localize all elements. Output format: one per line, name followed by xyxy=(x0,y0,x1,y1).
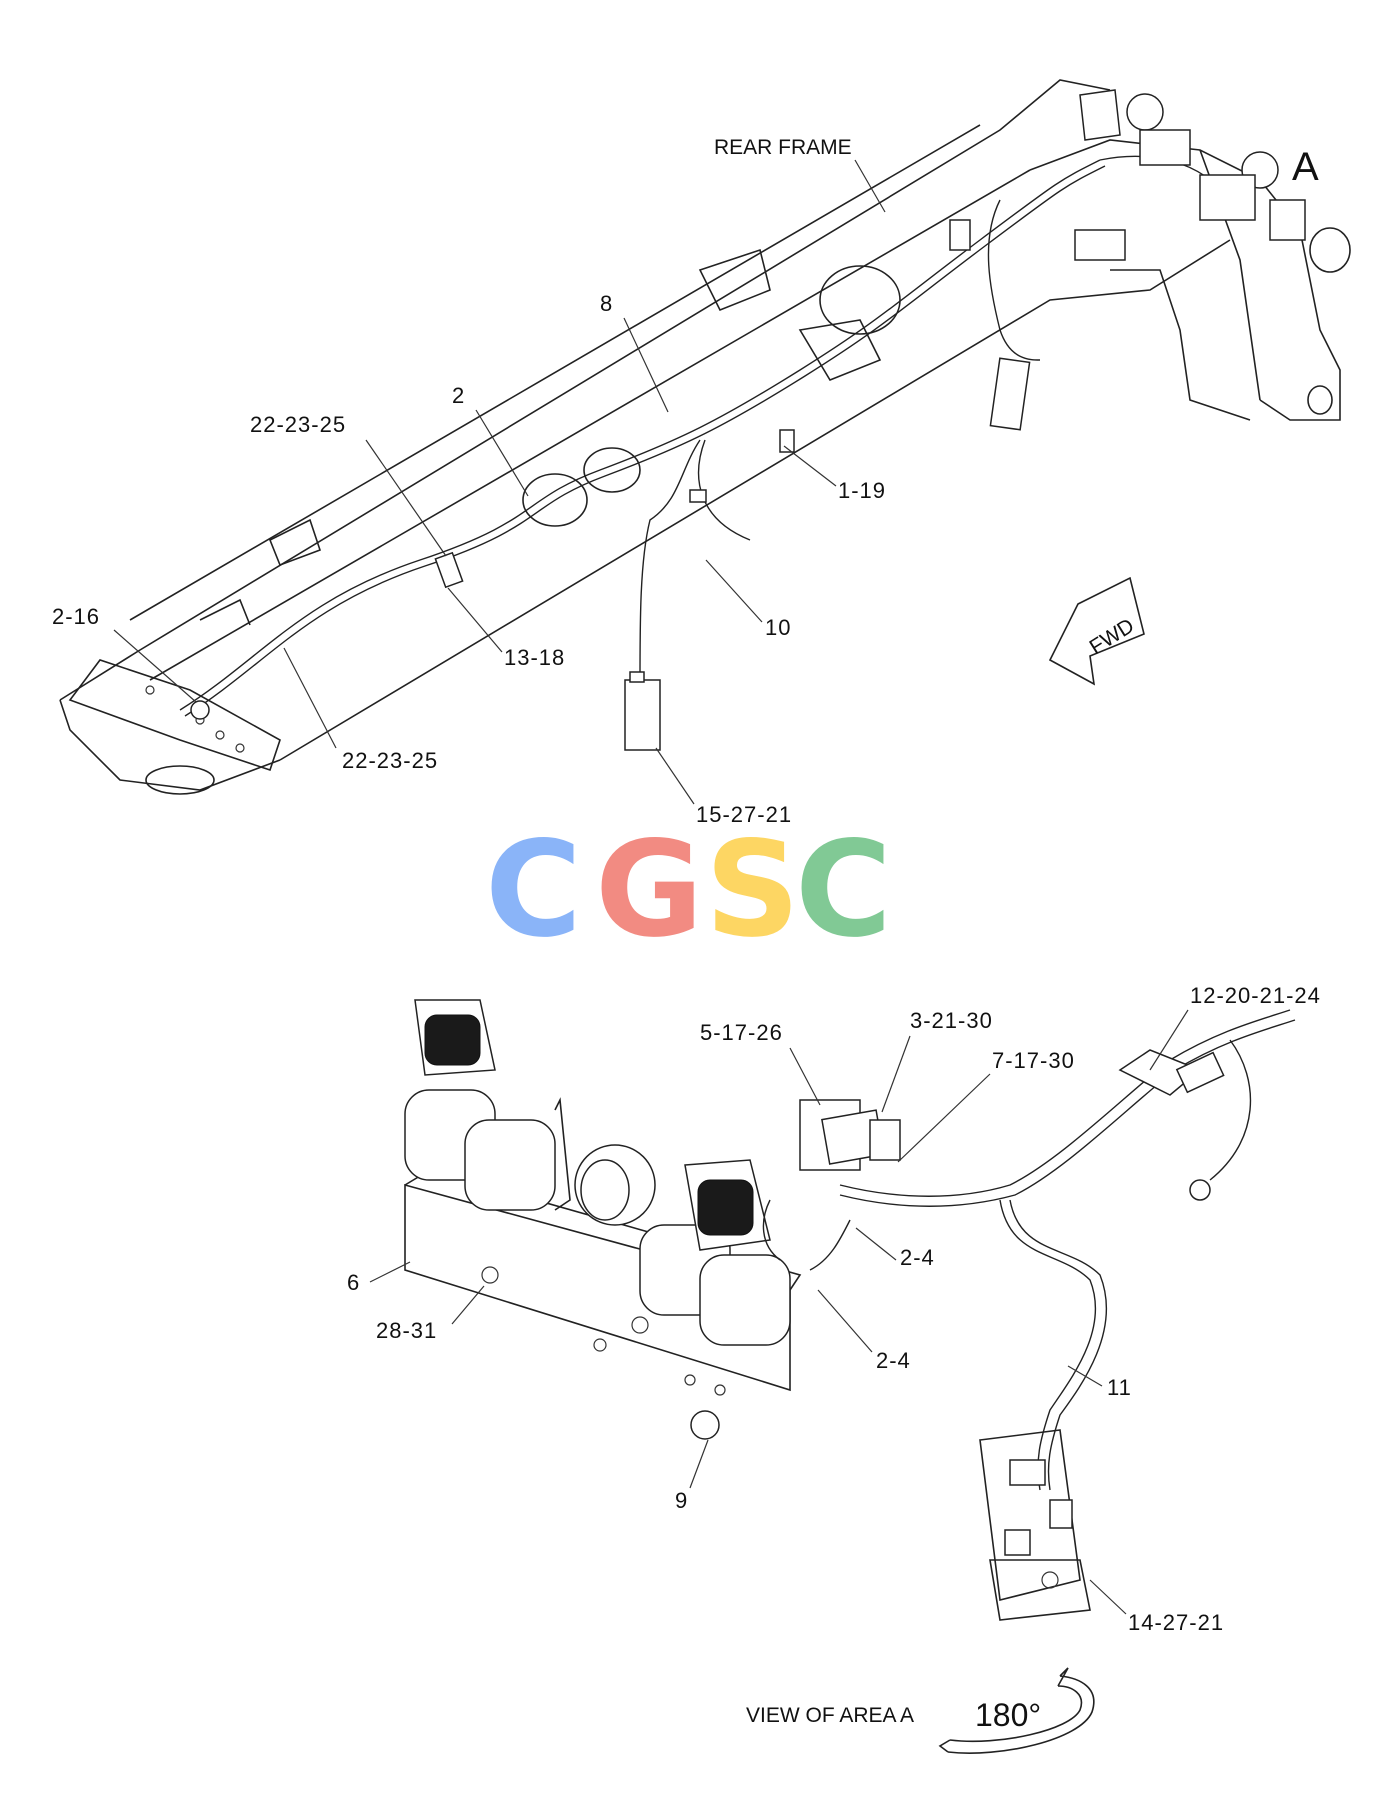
leader-22-23-25-top xyxy=(365,439,447,557)
forward-arrow: FWD xyxy=(1048,576,1145,686)
callout-15-27-21: 15-27-21 xyxy=(696,802,792,827)
logo-letter-g: G xyxy=(595,813,703,967)
leader-1-19 xyxy=(783,445,837,487)
leader-5-17-26 xyxy=(789,1047,821,1106)
rear-frame-leader xyxy=(854,159,886,213)
leader-9 xyxy=(689,1439,709,1489)
leader-2 xyxy=(475,409,529,497)
leader-11 xyxy=(1067,1365,1103,1387)
leader-2-4-upper xyxy=(855,1227,897,1261)
callout-2-16: 2-16 xyxy=(52,604,100,629)
logo-letter-s: S xyxy=(705,813,800,967)
callout-7-17-30: 7-17-30 xyxy=(992,1048,1075,1073)
callout-8: 8 xyxy=(600,291,613,316)
leader-28-31 xyxy=(451,1285,485,1325)
callout-5-17-26: 5-17-26 xyxy=(700,1020,783,1045)
callout-28-31: 28-31 xyxy=(376,1318,437,1343)
leader-8 xyxy=(623,317,669,413)
callout-11: 11 xyxy=(1107,1375,1132,1400)
logo-letter-c1: C xyxy=(485,813,582,967)
logo-letter-c2: C xyxy=(795,813,892,967)
leader-13-18 xyxy=(447,587,503,653)
leader-12-20-21-24 xyxy=(1149,1009,1189,1071)
leader-3-21-30 xyxy=(881,1035,911,1113)
callout-2-4-lower: 2-4 xyxy=(876,1348,911,1373)
fwd-label: FWD xyxy=(1086,614,1139,659)
callout-22-23-25-bottom: 22-23-25 xyxy=(342,748,438,773)
callout-10: 10 xyxy=(765,615,791,640)
callout-3-21-30: 3-21-30 xyxy=(910,1008,993,1033)
callout-22-23-25-top: 22-23-25 xyxy=(250,412,346,437)
leader-6 xyxy=(369,1261,411,1283)
cgsc-watermark-logo: C G S C xyxy=(485,813,892,967)
leader-10 xyxy=(705,559,763,623)
rear-frame-label: REAR FRAME xyxy=(714,136,852,159)
callout-9: 9 xyxy=(675,1488,688,1513)
leader-2-4-lower xyxy=(817,1289,873,1353)
leader-22-23-25-bottom xyxy=(283,647,337,749)
area-a-label: A xyxy=(1292,145,1319,189)
rear-frame-drawing xyxy=(59,79,1351,795)
callout-2-4-upper: 2-4 xyxy=(900,1245,935,1270)
callout-6: 6 xyxy=(347,1270,360,1295)
callout-12-20-21-24: 12-20-21-24 xyxy=(1190,983,1321,1008)
leader-7-17-30 xyxy=(897,1073,991,1163)
rotation-arrow xyxy=(938,1667,1095,1754)
area-a-drawing xyxy=(404,999,1296,1621)
callout-1-19: 1-19 xyxy=(838,478,886,503)
rotation-label: 180° xyxy=(975,1697,1041,1733)
callout-13-18: 13-18 xyxy=(504,645,565,670)
leader-2-16 xyxy=(113,629,197,703)
leader-14-27-21 xyxy=(1089,1579,1127,1615)
view-of-area-a-label: VIEW OF AREA A xyxy=(746,1704,914,1727)
leader-15-27-21 xyxy=(655,747,695,805)
callout-14-27-21: 14-27-21 xyxy=(1128,1610,1224,1635)
callout-2: 2 xyxy=(452,383,465,408)
